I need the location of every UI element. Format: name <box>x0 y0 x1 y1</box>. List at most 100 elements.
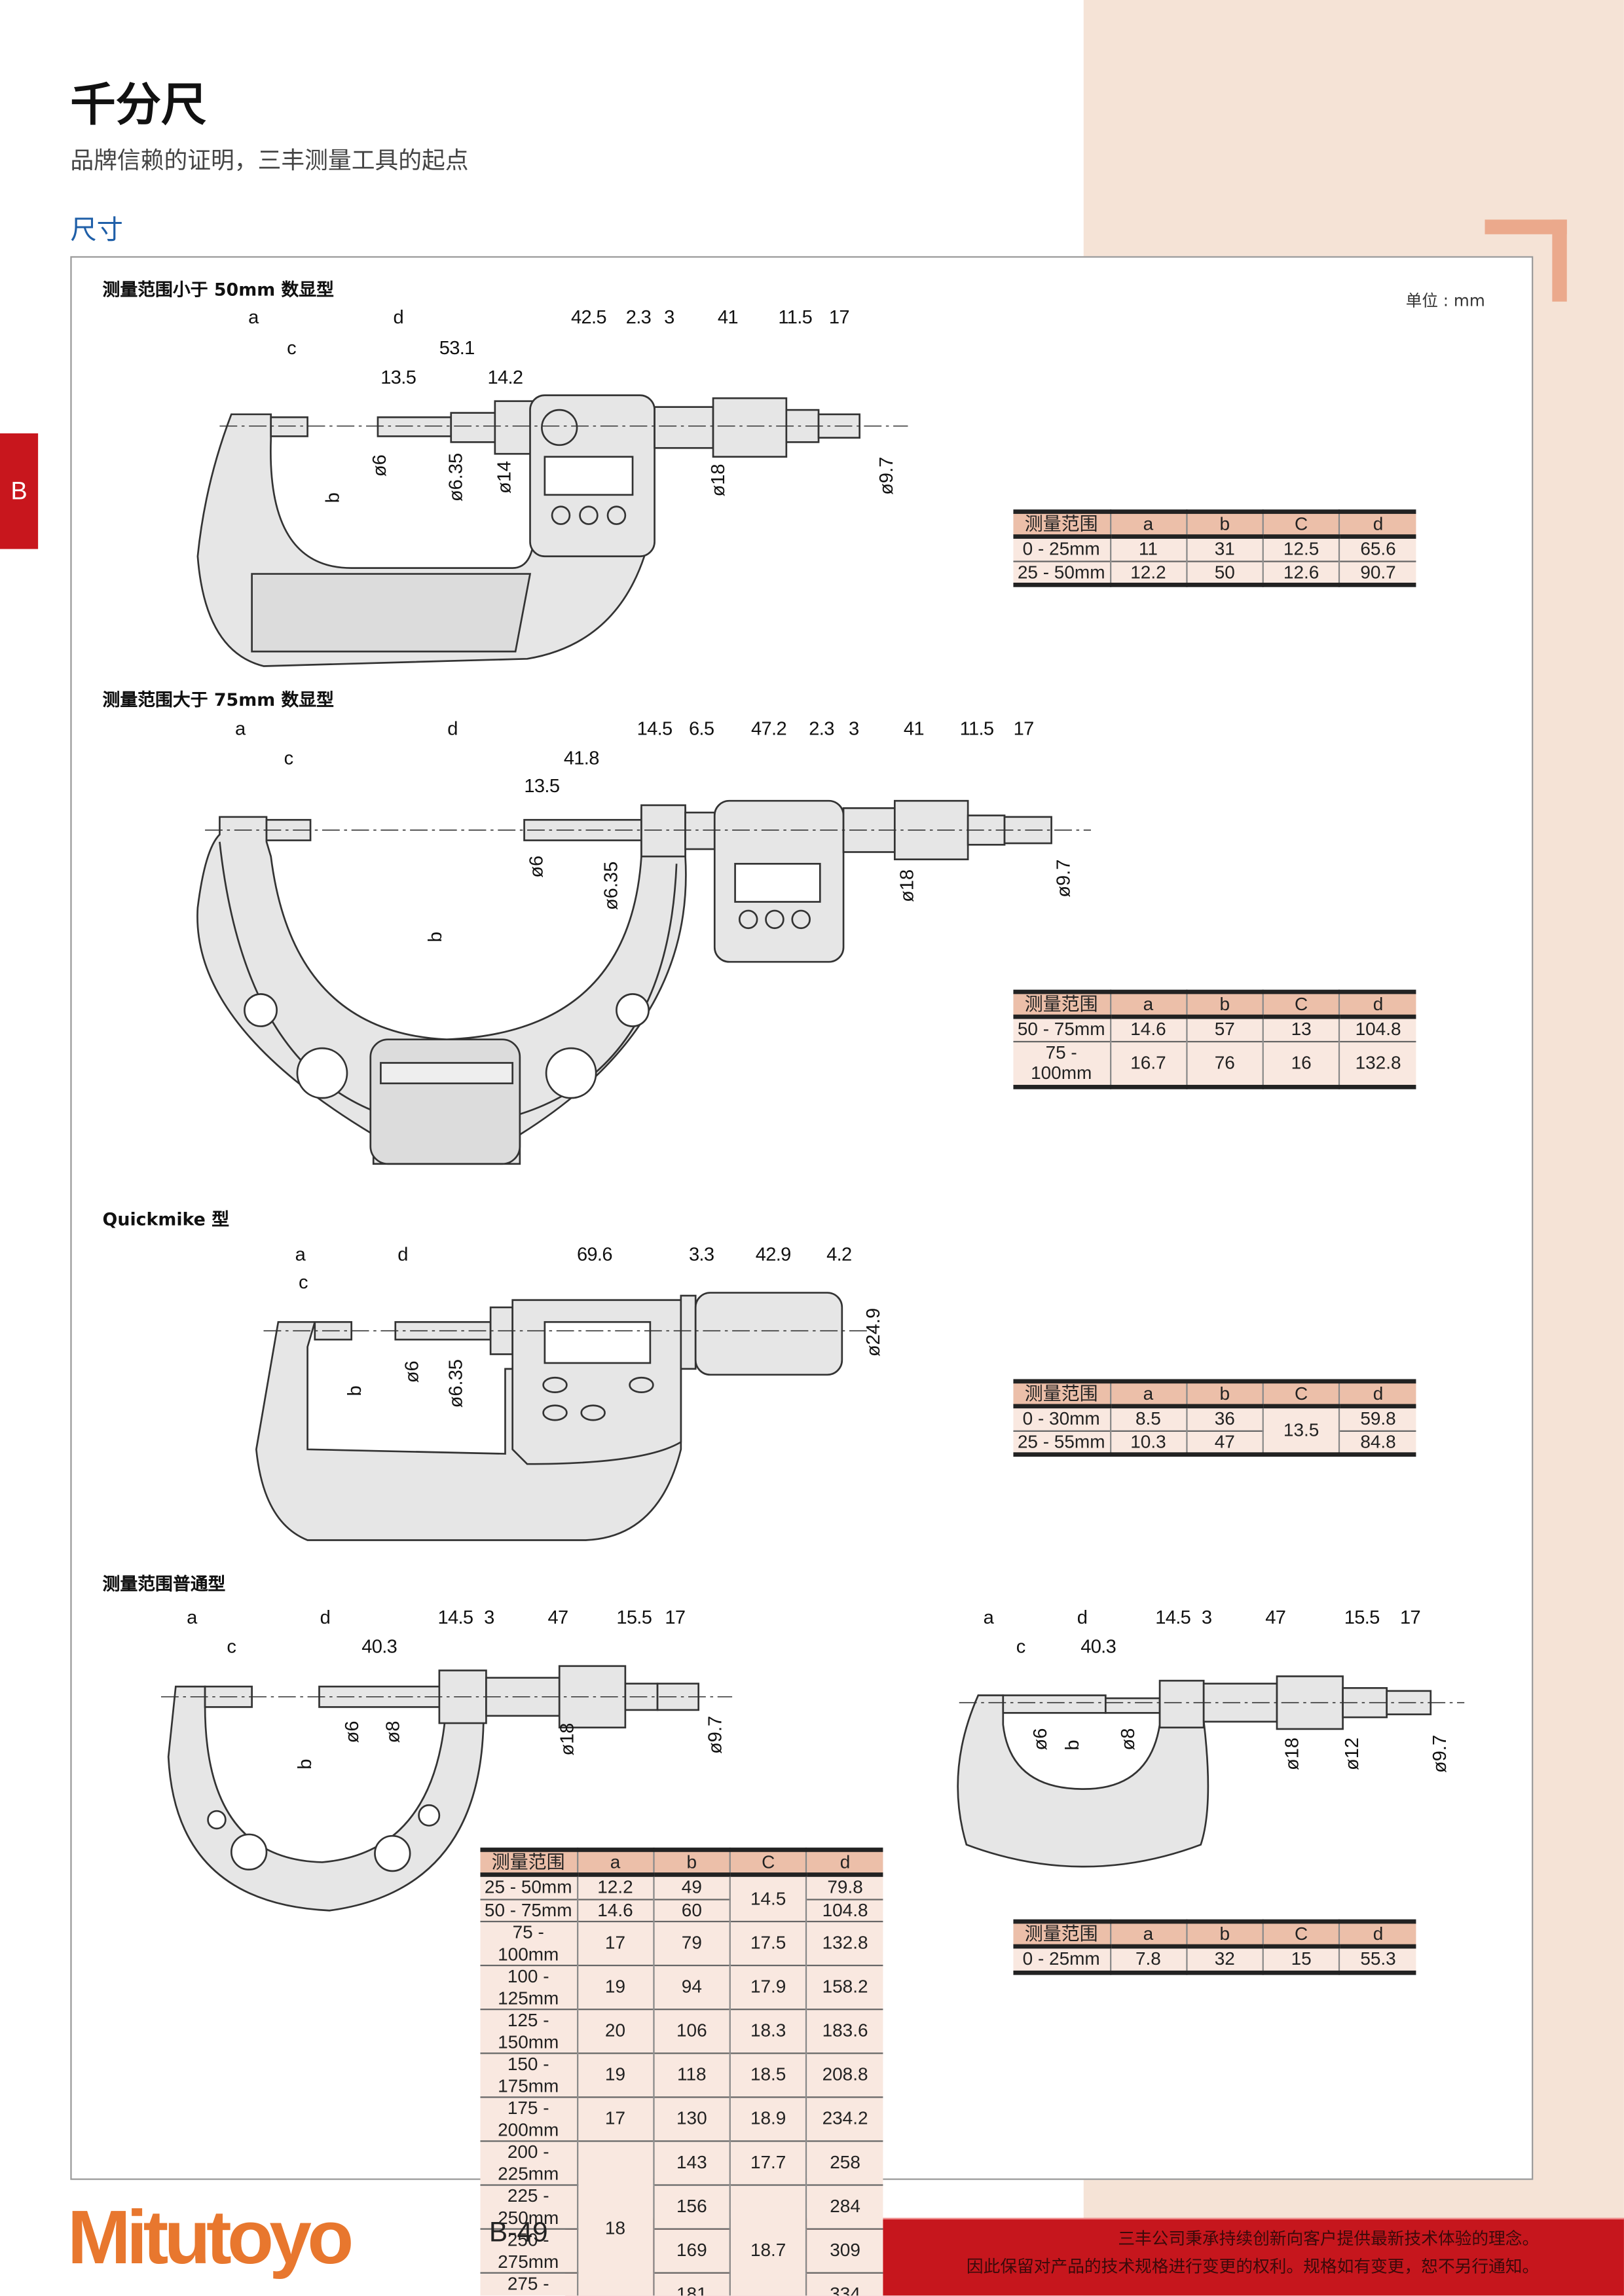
dim-label: a <box>234 717 246 740</box>
table-cell: 17 <box>576 1920 654 1966</box>
table-cell: 258 <box>805 2140 883 2185</box>
column-header: d <box>1338 511 1416 539</box>
dim-label: 69.6 <box>576 1243 613 1266</box>
table-cell: 76 <box>1185 1040 1263 1087</box>
column-header: b <box>652 1850 730 1877</box>
section-heading-digital-small: 测量范围小于 50mm 数显型 <box>102 280 335 301</box>
table-cell: 50 - 75mm <box>1013 1015 1111 1041</box>
page-subtitle: 品牌信赖的证明，三丰测量工具的起点 <box>70 146 469 175</box>
table-cell: 104.8 <box>1338 1015 1416 1041</box>
dim-label: ø12 <box>1340 1737 1363 1771</box>
column-header: 测量范围 <box>1013 511 1111 539</box>
dim-label: ø14 <box>492 460 515 494</box>
column-header: a <box>1109 1381 1187 1409</box>
dim-label: ø8 <box>1116 1728 1139 1751</box>
dim-label: a <box>983 1606 994 1628</box>
table-cell: 18.5 <box>729 2052 807 2098</box>
dim-label: ø24.9 <box>862 1307 884 1357</box>
dim-label: 40.3 <box>361 1635 397 1658</box>
dim-label: ø6.35 <box>444 1359 467 1408</box>
dim-label: ø18 <box>1280 1737 1303 1771</box>
column-header: C <box>1262 1922 1340 1949</box>
table-cell: 32 <box>1185 1945 1263 1973</box>
table-cell: 20 <box>576 2009 654 2054</box>
table-cell: 36 <box>1185 1405 1263 1430</box>
dim-label: 14.2 <box>487 366 524 388</box>
table-cell: 50 <box>1185 560 1263 585</box>
table-cell: 200 - 225mm <box>480 2140 578 2185</box>
dim-label: b <box>293 1758 316 1770</box>
column-header: C <box>729 1850 807 1877</box>
table-cell: 150 - 175mm <box>480 2052 578 2098</box>
dim-label: ø8 <box>381 1721 404 1743</box>
table-cell: 14.6 <box>1109 1015 1187 1041</box>
dim-label: 47 <box>1265 1606 1286 1628</box>
table-cell: 25 - 55mm <box>1013 1429 1111 1455</box>
table-cell: 12.2 <box>1109 560 1187 585</box>
dim-label: 3 <box>1201 1606 1212 1628</box>
column-header: 测量范围 <box>1013 1381 1111 1409</box>
table-cell: 75 - 100mm <box>1013 1040 1111 1087</box>
table-cell: 25 - 50mm <box>480 1874 578 1899</box>
dim-label: 17 <box>1013 717 1035 740</box>
table-cell: 284 <box>805 2184 883 2229</box>
dim-label: 17 <box>665 1606 686 1628</box>
dim-label: c <box>298 1271 308 1293</box>
table-cell: 79 <box>652 1920 730 1966</box>
table-cell: 79.8 <box>805 1874 883 1899</box>
section-title: 尺寸 <box>70 215 123 246</box>
dim-label: ø18 <box>706 464 729 497</box>
section-heading-quickmike: Quickmike 型 <box>102 1209 230 1230</box>
table-cell: 250 - 275mm <box>480 2228 578 2273</box>
dim-label: a <box>295 1243 306 1266</box>
dim-label: d <box>447 717 458 740</box>
dim-label: ø6 <box>1028 1728 1051 1751</box>
dim-label: ø6 <box>340 1721 363 1743</box>
table-cell: 65.6 <box>1338 536 1416 561</box>
dim-label: ø18 <box>555 1722 578 1756</box>
table-cell: 94 <box>652 1964 730 2010</box>
dim-label: ø6 <box>368 454 390 477</box>
table-cell: 0 - 25mm <box>1013 536 1111 561</box>
table-cell: 175 - 200mm <box>480 2096 578 2141</box>
dim-label: ø9.7 <box>1428 1734 1450 1774</box>
page-title: 千分尺 <box>70 79 207 132</box>
table-cell: 18.7 <box>729 2184 807 2296</box>
table-cell: 84.8 <box>1338 1429 1416 1455</box>
dim-label: 17 <box>1399 1606 1421 1628</box>
dim-label: 15.5 <box>1344 1606 1380 1628</box>
table-cell: 12.6 <box>1262 560 1340 585</box>
table-cell: 57 <box>1185 1015 1263 1041</box>
column-header: d <box>1338 992 1416 1019</box>
table-cell: 275 - 300mm <box>480 2272 578 2296</box>
table-cell: 208.8 <box>805 2052 883 2098</box>
table-cell: 25 - 50mm <box>1013 560 1111 585</box>
table-cell: 132.8 <box>805 1920 883 1966</box>
table-row: 275 - 300mm181334 <box>480 2272 883 2296</box>
table-cell: 225 - 250mm <box>480 2184 578 2229</box>
table-cell: 14.6 <box>576 1898 654 1922</box>
dim-label: b <box>321 492 344 503</box>
dim-label: 2.3 <box>809 717 834 740</box>
table-cell: 12.2 <box>576 1874 654 1899</box>
dim-label: 17 <box>828 306 850 328</box>
page-number: B-49 <box>489 2217 548 2249</box>
table-cell: 10.3 <box>1109 1429 1187 1455</box>
mitutoyo-logo: Mitutoyo <box>67 2196 354 2281</box>
table-cell: 143 <box>652 2140 730 2185</box>
table-cell: 158.2 <box>805 1964 883 2010</box>
table-cell: 169 <box>652 2228 730 2273</box>
